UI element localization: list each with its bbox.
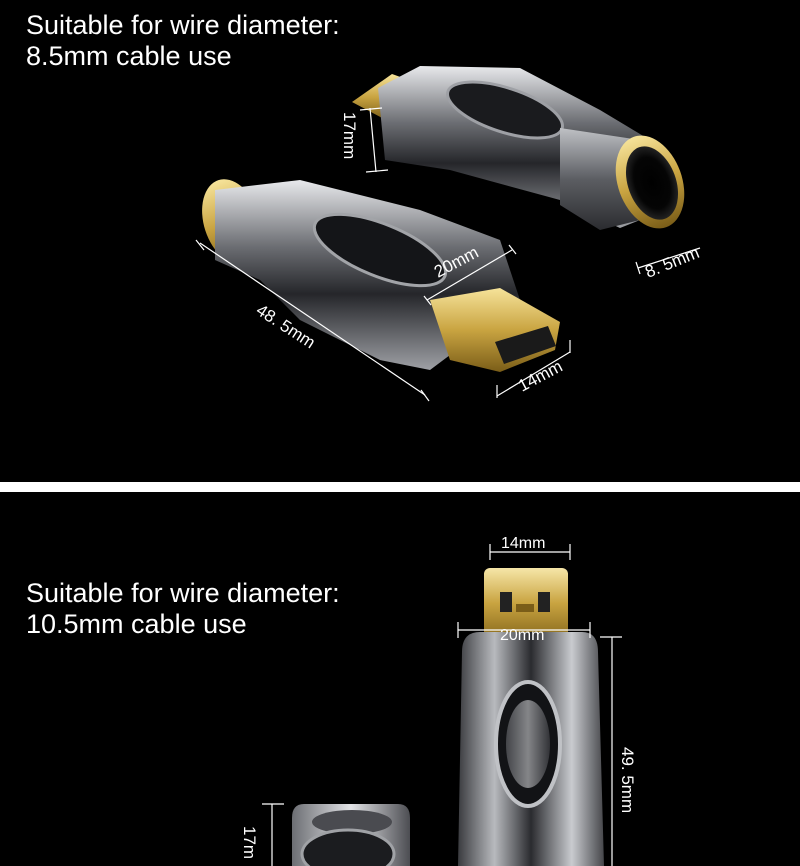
bottom-dim-length-label: 49. 5mm <box>618 747 637 813</box>
partial-connector <box>292 804 410 866</box>
bottom-connector-illustration: 14mm 20mm 49. 5mm 17m <box>240 535 637 866</box>
top-product-panel: 17mm 20mm 48. 5mm 14mm 8. 5mm Suitable f… <box>26 10 703 402</box>
top-caption: Suitable for wire diameter: 8.5mm cable … <box>26 10 340 72</box>
top-dimension-lines <box>195 107 701 402</box>
bottom-dim-height-label: 17m <box>240 826 259 859</box>
lower-connector <box>202 179 560 372</box>
top-caption-line1: Suitable for wire diameter: <box>26 10 340 40</box>
bottom-caption: Suitable for wire diameter: 10.5mm cable… <box>26 578 340 640</box>
bottom-caption-line1: Suitable for wire diameter: <box>26 578 340 608</box>
top-caption-line2: 8.5mm cable use <box>26 41 232 71</box>
bottom-caption-line2: 10.5mm cable use <box>26 609 247 639</box>
vertical-connector <box>458 568 604 866</box>
bottom-dim-plug-label: 14mm <box>501 535 545 552</box>
bottom-dimension-lines <box>262 544 622 866</box>
upper-connector <box>352 66 685 230</box>
dim-cable-label: 8. 5mm <box>642 243 702 282</box>
top-connector-illustration: 17mm 20mm 48. 5mm 14mm 8. 5mm <box>195 66 702 402</box>
bottom-dim-width-label: 20mm <box>500 627 544 644</box>
bottom-product-panel: 14mm 20mm 49. 5mm 17m Suitable for wire … <box>0 492 800 866</box>
dim-height-label: 17mm <box>340 112 359 159</box>
panel-divider <box>0 482 800 492</box>
